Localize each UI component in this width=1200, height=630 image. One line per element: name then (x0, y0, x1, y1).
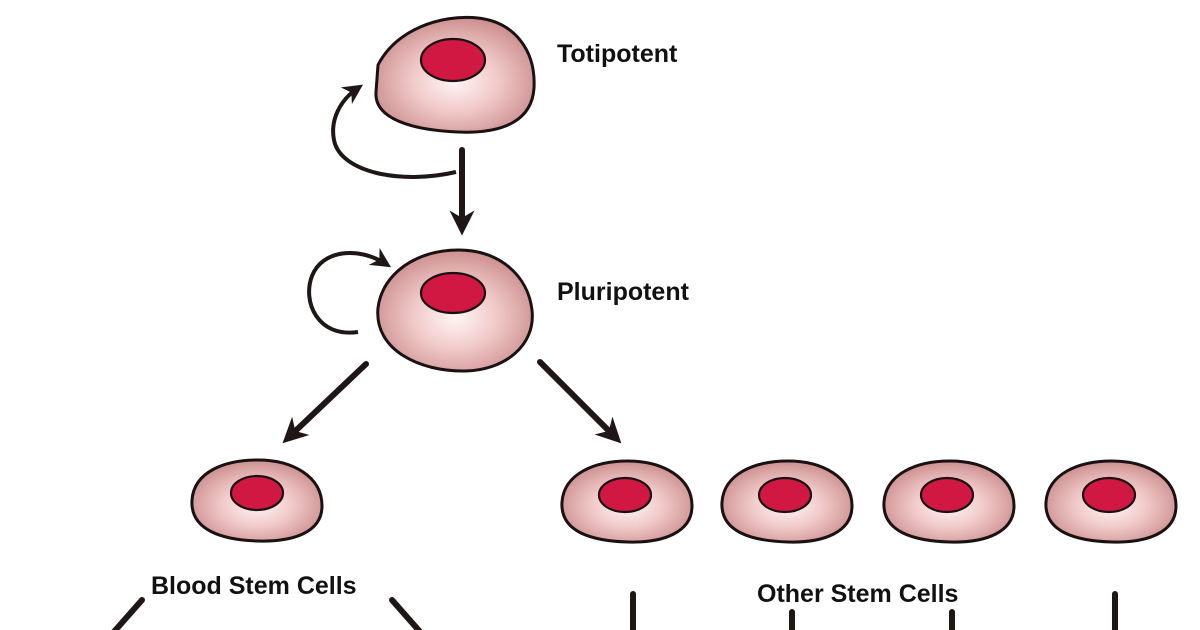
differentiation-arrow-to-other-stem-cells (537, 359, 622, 444)
totipotent-self-renewal-arrow (331, 84, 457, 179)
differentiation-arrow-to-blood-stem-cells (282, 361, 369, 444)
totipotent-label: Totipotent (557, 40, 678, 68)
other-stem-cell (1044, 459, 1178, 544)
pluripotent-nucleus (419, 271, 487, 315)
pluripotent-label: Pluripotent (557, 278, 690, 306)
totipotent-nucleus (419, 37, 487, 83)
blood-stem-cell-nucleus (229, 474, 285, 512)
other-stem-cell-nucleus (757, 476, 813, 514)
blood-stem-cells-label: Blood Stem Cells (151, 572, 357, 600)
other-stem-cell (720, 459, 854, 544)
other-stem-cell-nucleus (1081, 476, 1137, 514)
pluripotent-self-renewal-arrow (307, 248, 392, 335)
blood-stem-cell (190, 458, 324, 543)
other-stem-cell (882, 459, 1016, 544)
blood-branch-line-right (389, 597, 423, 630)
blood-branch-line-left (111, 597, 145, 630)
pluripotent-cell (376, 248, 534, 373)
other-stem-cell-nucleus (919, 476, 975, 514)
totipotent-cell (374, 15, 536, 134)
other-stem-cell-nucleus (597, 476, 653, 514)
other-stem-cells-label: Other Stem Cells (757, 580, 958, 608)
other-stem-cell (560, 459, 694, 544)
